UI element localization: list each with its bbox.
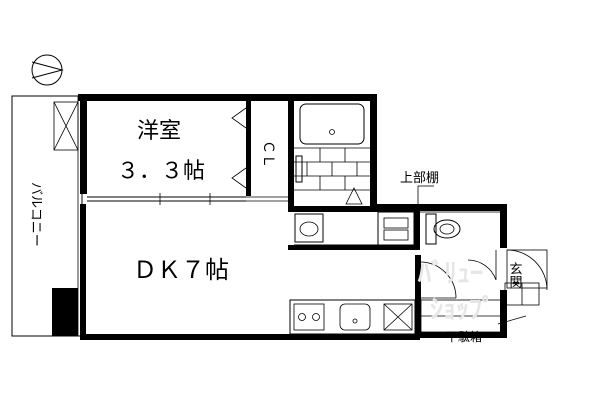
toilet-room [420, 211, 500, 245]
shoe-box-label: 下駄箱 [446, 329, 482, 344]
shoe-box-icon [420, 299, 527, 333]
washbasin-icon [294, 213, 324, 243]
bathtub-icon [299, 103, 365, 145]
stove-icon [293, 303, 325, 331]
bath-tile-floor [294, 148, 370, 191]
closet-door-icon [231, 107, 247, 189]
balcony [11, 95, 83, 337]
watermark-line2: ｼｮｯﾌﾟ [430, 294, 495, 325]
balcony-vent-icon [53, 101, 79, 151]
refrigerator-space-icon [383, 303, 413, 331]
toilet-icon [433, 219, 461, 239]
balcony-label: バルコニー [28, 182, 43, 247]
closet-label: ＣＬ [260, 140, 276, 168]
watermark-line1: ﾊﾞﾘｭｰ [417, 258, 483, 289]
balcony-pillar [52, 288, 78, 336]
entrance-area [504, 249, 548, 306]
washroom [294, 211, 415, 246]
interior-walls [87, 193, 380, 246]
sink-icon [339, 303, 371, 331]
bathroom [294, 103, 370, 205]
western-room-size-label: ３．３帖 [117, 159, 205, 184]
kitchen-counter [289, 299, 416, 335]
watermark: ﾊﾞﾘｭｰ ｼｮｯﾌﾟ [417, 258, 495, 325]
western-room-label: 洋室 [137, 119, 181, 144]
upper-shelf-label: 上部棚 [400, 171, 439, 186]
dk-room-label: ＤＫ７帖 [133, 256, 229, 284]
hallway-door-icon [419, 250, 497, 299]
exterior-walls [78, 94, 507, 340]
washing-machine-icon [377, 211, 415, 246]
north-arrow-icon [31, 54, 64, 86]
entrance-label: 玄関 [507, 262, 523, 289]
